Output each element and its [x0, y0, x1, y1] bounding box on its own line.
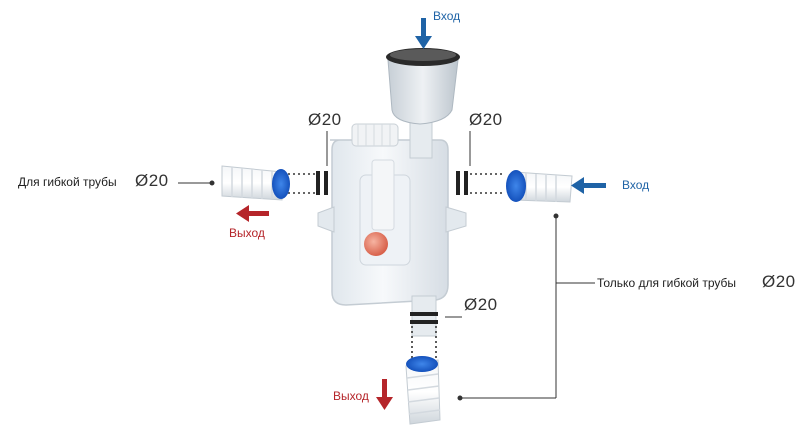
- leader-lines: [178, 131, 595, 401]
- siphon-body: [317, 139, 467, 306]
- arrow-down-icon: [415, 18, 432, 49]
- inlet-top-label: Вход: [433, 9, 461, 23]
- flex-left-label: Для гибкой трубы: [18, 175, 117, 189]
- left-hose-cap: [272, 169, 290, 199]
- o-rings-right: [456, 171, 468, 195]
- right-hose-cap: [506, 170, 526, 202]
- arrow-left-icon: [236, 205, 269, 222]
- float-ball: [364, 232, 388, 256]
- o-rings-left: [316, 171, 328, 195]
- outlet-bottom-label: Выход: [333, 389, 369, 403]
- dia-right-label: Ø20: [469, 110, 503, 129]
- dia-left-label: Ø20: [308, 110, 342, 129]
- arrow-left-icon: [571, 177, 606, 194]
- dia-bottom-label: Ø20: [464, 295, 498, 314]
- inlet-right-label: Вход: [622, 178, 650, 192]
- arrow-down-icon: [376, 379, 393, 410]
- outlet-left-label: Выход: [229, 226, 265, 240]
- flex-right-label: Только для гибкой трубы: [597, 276, 737, 290]
- dotted-connectors: [288, 173, 504, 360]
- left-flex-hose: [221, 165, 290, 201]
- screw-cap: [351, 123, 399, 147]
- flex-right-diameter: Ø20: [762, 272, 796, 291]
- right-flex-hose: [506, 170, 573, 203]
- bottom-outlet-stem: [410, 295, 438, 337]
- bottom-hose-cap: [406, 356, 438, 372]
- top-inlet-funnel: [386, 48, 460, 159]
- bottom-flex-hose: [405, 356, 441, 425]
- flex-left-diameter: Ø20: [135, 171, 169, 190]
